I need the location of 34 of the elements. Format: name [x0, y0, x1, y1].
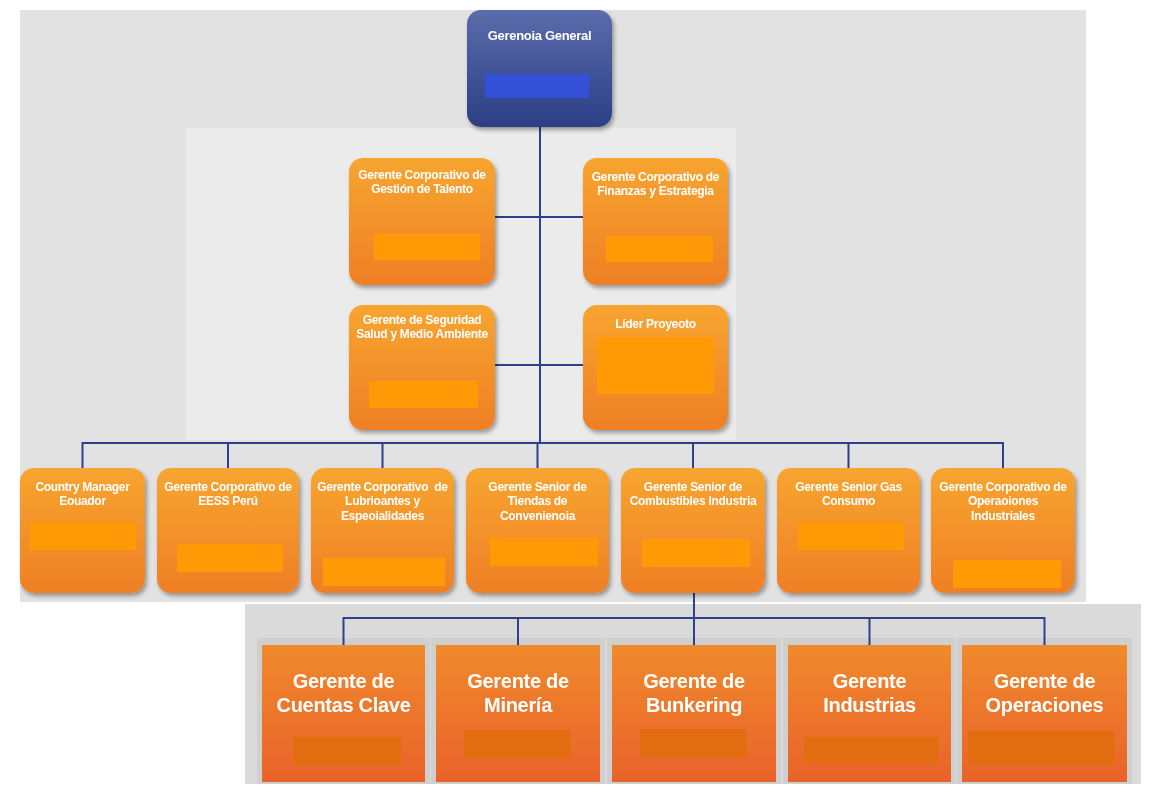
- position-title: Gerenoia General: [486, 28, 593, 44]
- position-box: [962, 645, 1127, 782]
- position-box: [621, 468, 765, 593]
- position-box: [777, 468, 920, 593]
- position-title: Country Manager Eouador: [34, 480, 131, 509]
- position-box: [466, 468, 609, 593]
- position-box: [612, 645, 776, 782]
- executive-box: [467, 10, 612, 127]
- position-title: Gerente Corporativo de Operaoiones Industriales: [938, 480, 1068, 524]
- position-title: Gerente Senior de Combustibles Industria: [628, 480, 758, 509]
- position-title: Gerente Corporativo de Finanzas y Estrategia: [590, 170, 721, 199]
- position-box: [349, 305, 495, 430]
- position-title: Gerente Corporativo de Gestión de Talento: [357, 168, 487, 197]
- position-title: Gerente Industrias: [822, 669, 917, 717]
- position-box: [349, 158, 495, 285]
- position-box: [931, 468, 1075, 593]
- position-title: Gerente de Cuentas Clave: [275, 669, 412, 717]
- position-box: [157, 468, 299, 593]
- position-box: [788, 645, 951, 782]
- position-title: Gerente Senior Gas Consumo: [794, 480, 903, 509]
- position-title: Gerente Corporativo de EESS Perú: [163, 480, 293, 509]
- position-title: Gerente Senior de Tiendas de Convenienoia: [487, 480, 588, 524]
- position-box: [311, 468, 454, 593]
- position-box: [20, 468, 145, 593]
- position-title: Líder Proyeoto: [614, 317, 697, 332]
- position-title: Gerente de Bunkering: [642, 669, 746, 717]
- position-title: Gerente de Seguridad Salud y Medio Ambiente: [355, 313, 489, 342]
- position-title: Gerente Corporativo de Lubrioantes y Espeoialidades: [316, 480, 449, 524]
- position-box: [583, 158, 728, 285]
- position-box: [262, 645, 425, 782]
- position-title: Gerente de Minería: [466, 669, 570, 717]
- position-box: [583, 305, 728, 430]
- position-title: Gerente de Operaciones: [984, 669, 1105, 717]
- position-box: [436, 645, 600, 782]
